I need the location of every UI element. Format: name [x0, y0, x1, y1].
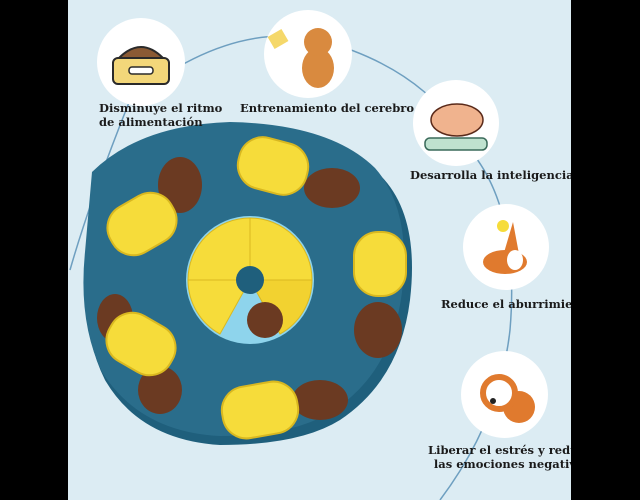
connecting-arc [69, 35, 513, 500]
center-knob [236, 266, 264, 294]
benefit-label: Liberar el estrés y reducirlas emociones… [428, 443, 571, 471]
benefit-label: Desarrolla la inteligencia [410, 168, 571, 182]
benefit-icon-circle [463, 204, 549, 290]
center-tiles [187, 217, 313, 338]
corgi-lightbulb-icon [483, 220, 527, 274]
benefit-icon-circle [264, 10, 352, 98]
benefit-icon-circle [461, 351, 548, 438]
sliding-tiles [105, 136, 407, 440]
dog-treadmill-icon [424, 103, 488, 151]
sad-dog-icon [480, 374, 535, 423]
benefit-label: Entrenamiento del cerebro [240, 101, 415, 115]
dog-paw-shake-icon [267, 28, 334, 88]
benefit-label: Reduce el aburrimiento [441, 297, 571, 311]
food-bowl-icon [112, 46, 170, 85]
dog-puzzle-toy [83, 122, 412, 445]
kibble [247, 302, 283, 338]
kibble-slots [97, 157, 402, 420]
benefit-icon-circle [413, 80, 499, 166]
benefit-icon-circle [97, 18, 185, 106]
